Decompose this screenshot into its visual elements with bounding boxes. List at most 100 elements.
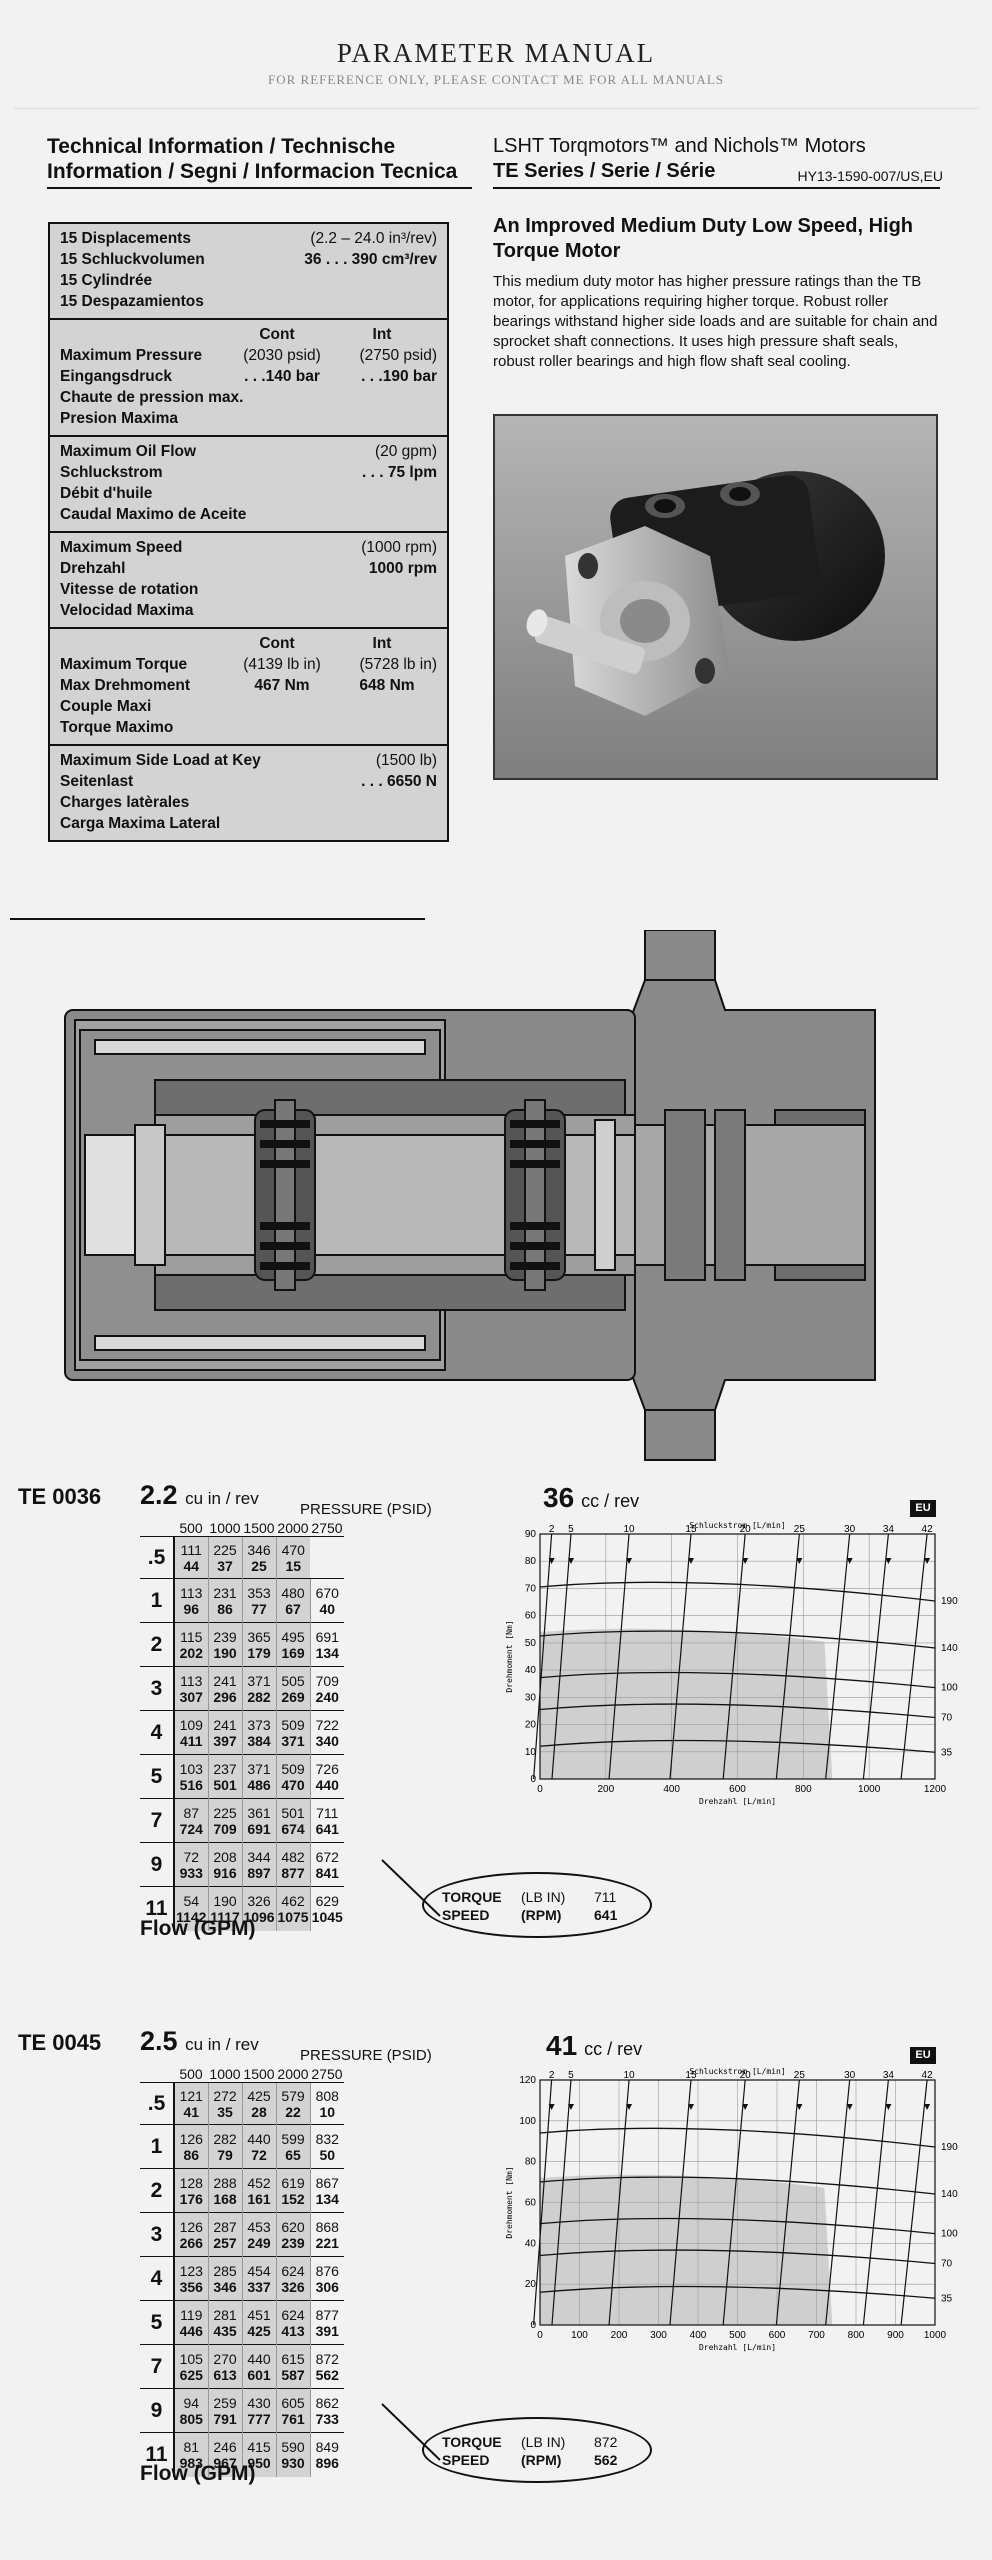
torque-value: 425 bbox=[247, 2087, 271, 2104]
y-tick-label: 40 bbox=[525, 1665, 537, 1676]
motor-photo bbox=[493, 414, 938, 780]
x-tick-label: 400 bbox=[663, 1784, 680, 1795]
flow-arrow bbox=[687, 1558, 694, 1564]
torque-value: 430 bbox=[247, 2394, 271, 2411]
flow-value: .5 bbox=[140, 2082, 175, 2125]
torque-value: 454 bbox=[247, 2262, 271, 2279]
flow-tick-label: 5 bbox=[568, 2070, 574, 2081]
speed-value: 72 bbox=[251, 2146, 267, 2163]
pressure-header: 1000 bbox=[209, 2066, 241, 2082]
speed-value: 791 bbox=[213, 2410, 237, 2427]
y-tick-label: 20 bbox=[525, 1720, 537, 1731]
torque-value: 440 bbox=[247, 2130, 271, 2147]
torque-value: 509 bbox=[281, 1716, 305, 1733]
speed-value: 134 bbox=[315, 2190, 339, 2207]
flow-tick-label: 30 bbox=[844, 2070, 856, 2081]
speed-value: 152 bbox=[281, 2190, 305, 2207]
flow-line bbox=[775, 1533, 800, 1780]
torque-value: 579 bbox=[281, 2087, 305, 2104]
tech-info-title: Technical Information / Technische Infor… bbox=[47, 135, 458, 183]
flow-line bbox=[669, 2079, 692, 2326]
flow-arrow bbox=[796, 2104, 803, 2110]
speed-value: 916 bbox=[213, 1864, 237, 1881]
top-axis-label: Schluckstrom [L/min] bbox=[689, 1521, 785, 1530]
torque-value: 241 bbox=[213, 1716, 237, 1733]
torque-value: 94 bbox=[183, 2394, 200, 2411]
speed-value: 950 bbox=[247, 2454, 271, 2471]
flow-arrow bbox=[796, 1558, 803, 1564]
torque-value: 872 bbox=[315, 2350, 339, 2367]
pressure-header: 500 bbox=[179, 2066, 203, 2082]
pressure-tick-label: 140 bbox=[941, 2189, 958, 2200]
speed-value: 37 bbox=[217, 1557, 233, 1574]
torque-value: 281 bbox=[213, 2306, 237, 2323]
y-tick-label: 40 bbox=[525, 2238, 537, 2249]
speed-value: 413 bbox=[281, 2322, 305, 2339]
spec-side-load: Maximum Side Load at Key(1500 lb) Seiten… bbox=[50, 744, 447, 840]
speed-value: 1096 bbox=[243, 1908, 275, 1925]
torque-value: 126 bbox=[179, 2130, 203, 2147]
x-tick-label: 600 bbox=[769, 2330, 786, 2341]
document-code: HY13-1590-007/US,EU bbox=[797, 168, 943, 184]
speed-value: 10 bbox=[319, 2103, 336, 2120]
x-tick-label: 0 bbox=[537, 2330, 543, 2341]
torque-value: 670 bbox=[315, 1584, 339, 1601]
speed-value: 169 bbox=[281, 1644, 305, 1661]
flow-value: 9 bbox=[140, 1842, 175, 1887]
pressure-label: PRESSURE (PSID) bbox=[300, 2047, 432, 2064]
x-tick-label: 1000 bbox=[858, 1784, 881, 1795]
y-tick-label: 60 bbox=[525, 1611, 537, 1622]
y-tick-label: 20 bbox=[525, 2279, 537, 2290]
torque-value: 590 bbox=[281, 2438, 305, 2455]
x-tick-label: 100 bbox=[571, 2330, 588, 2341]
torque-value: 123 bbox=[179, 2262, 203, 2279]
pressure-tick-label: 35 bbox=[941, 1747, 953, 1758]
speed-value: 337 bbox=[247, 2278, 271, 2295]
pressure-header: 2000 bbox=[277, 1520, 309, 1536]
header-spacer bbox=[140, 1520, 174, 1537]
motor-cross-section-diagram bbox=[64, 930, 876, 1461]
torque-value: 615 bbox=[281, 2350, 305, 2367]
flow-tick-label: 42 bbox=[922, 2070, 934, 2081]
torque-value: 862 bbox=[315, 2394, 339, 2411]
torque-value: 624 bbox=[281, 2262, 305, 2279]
flow-arrow bbox=[846, 1558, 853, 1564]
speed-value: 516 bbox=[179, 1776, 203, 1793]
torque-value: 208 bbox=[213, 1848, 237, 1865]
displacement-cu-in: 2.2 cu in / rev bbox=[140, 1480, 259, 1510]
model-code: TE 0045 bbox=[18, 2030, 102, 2055]
torque-value: 867 bbox=[315, 2174, 339, 2191]
speed-value: 134 bbox=[315, 1644, 339, 1661]
y-tick-label: 120 bbox=[519, 2075, 536, 2086]
speed-value: 896 bbox=[315, 2454, 339, 2471]
y-tick-label: 80 bbox=[525, 2157, 537, 2168]
flow-value: 2 bbox=[140, 2168, 175, 2213]
torque-value: 81 bbox=[183, 2438, 200, 2455]
plot-frame bbox=[539, 2079, 936, 2326]
torque-value: 619 bbox=[281, 2174, 305, 2191]
